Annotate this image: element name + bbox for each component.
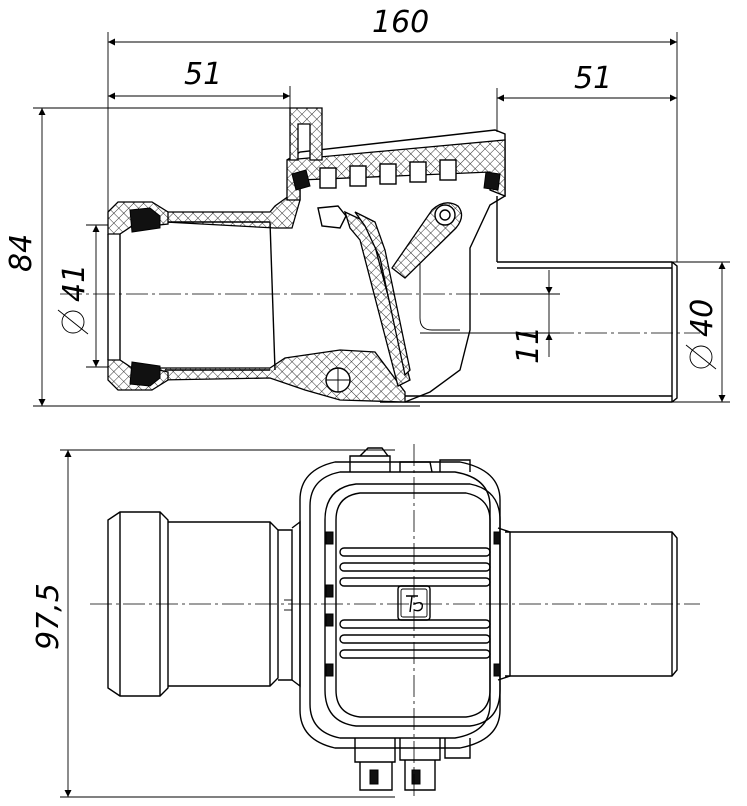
svg-text:41: 41: [57, 264, 92, 302]
outlet-diameter-label: 40: [685, 299, 720, 370]
width-label: 97,5: [31, 583, 66, 650]
svg-text:40: 40: [685, 299, 720, 337]
inlet-length-label: 51: [184, 57, 222, 92]
top-view: 97,5: [31, 444, 700, 800]
overall-length-label: 160: [372, 5, 429, 40]
height-label: 84: [4, 234, 39, 272]
inlet-diameter-label: 41: [57, 264, 92, 335]
side-section-view: 160 51 51 84 41 40 11: [4, 5, 730, 407]
outlet-length-label: 51: [574, 61, 612, 96]
axis-offset-label: 11: [511, 326, 546, 364]
